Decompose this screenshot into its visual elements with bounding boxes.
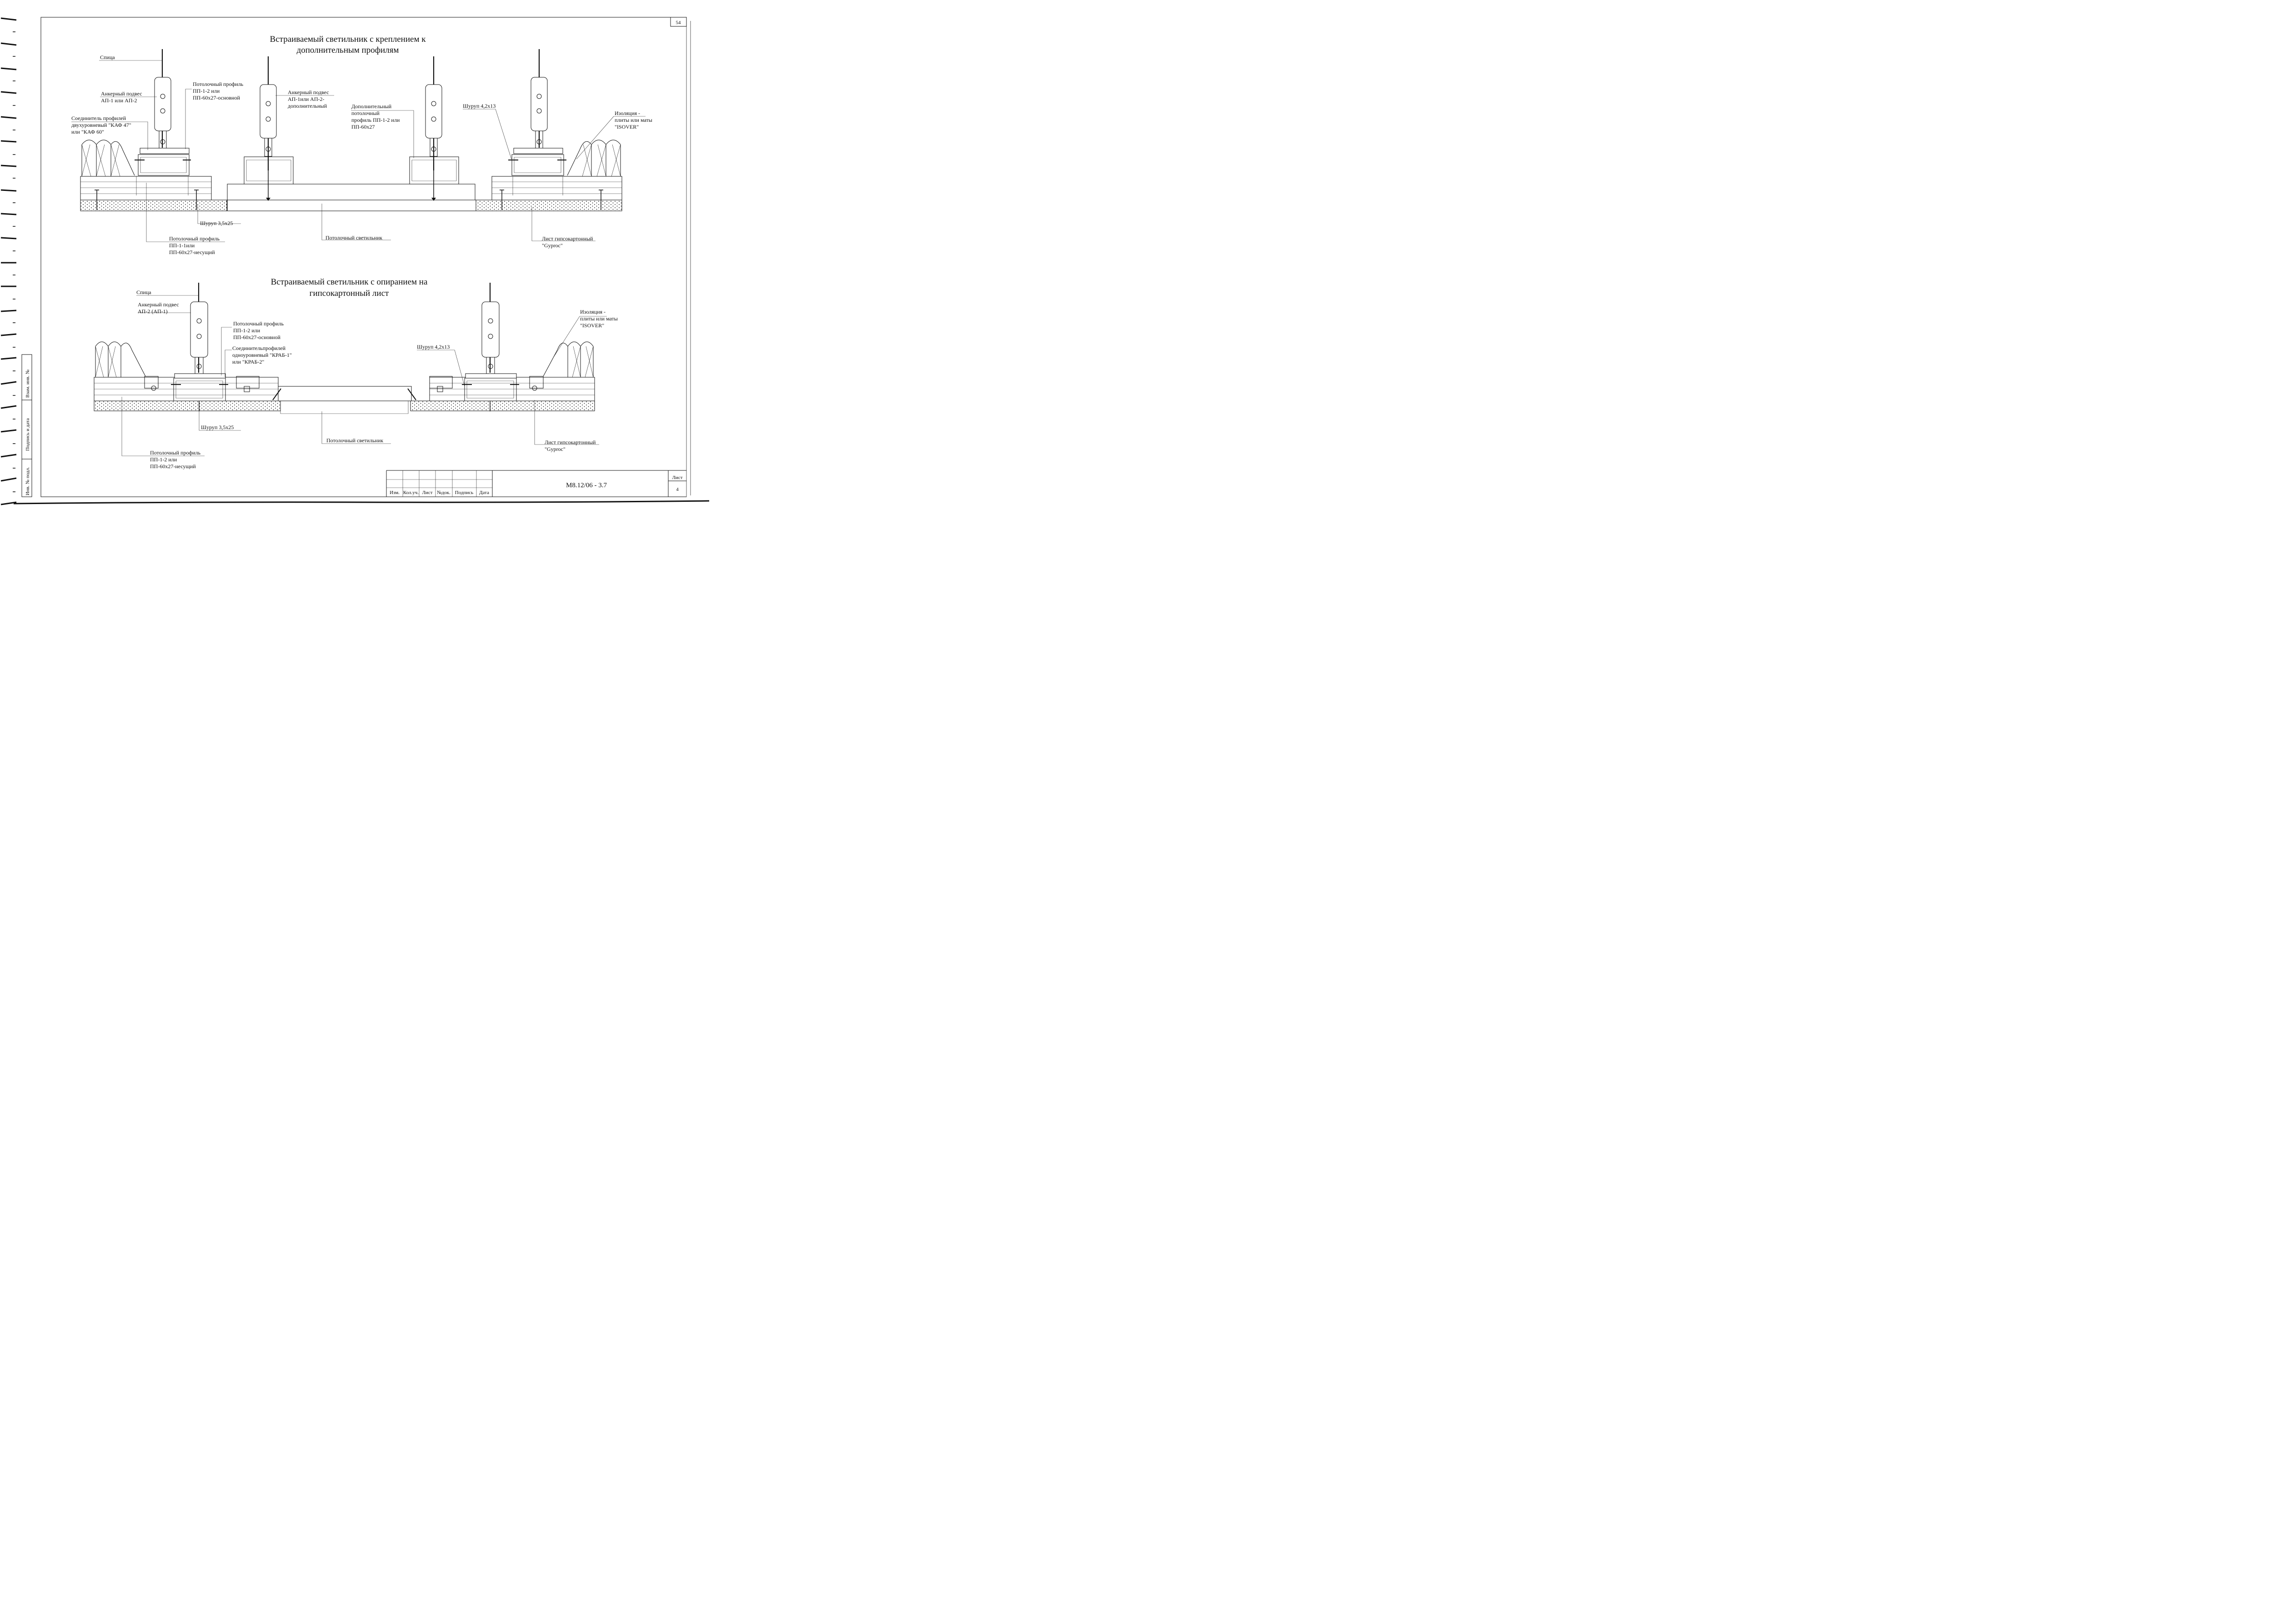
page-number: 54 [676, 20, 681, 25]
insulation-2-left [95, 341, 146, 378]
d2-spica-label: Спица [136, 289, 151, 295]
d1-anchor-extra-3: дополнительный [288, 103, 327, 109]
tb-col-docno: №док. [437, 490, 451, 495]
hanger-assembly-5 [171, 283, 228, 411]
d1-ceiling-main-3: ПП-60х27-основной [193, 95, 240, 101]
d2-luminaire: Потолочный светильник [326, 437, 383, 444]
d1-extra-profile-4: ПП-60х27 [351, 124, 375, 130]
hanger-assembly-4 [508, 49, 566, 195]
doc-code: М8.12/06 - 3.7 [566, 482, 607, 489]
title-block: Изм. Кол.уч. Лист №док. Подпись Дата М8.… [386, 470, 686, 497]
hanger-assembly-3 [409, 56, 459, 201]
d2-bearing-3: ПП-60х27-несущий [150, 463, 196, 470]
d2-gypsum-1: Лист гипсокартонный [545, 439, 596, 445]
d2-insulation-1: Изоляция - [580, 309, 606, 315]
stamp-inv-original: Инв. № подл. [25, 467, 30, 495]
sheet-frame [40, 17, 687, 497]
diagram1-title-line1: Встраиваемый светильник с креплением к [270, 35, 426, 44]
d1-spica-label: Спица [100, 54, 115, 60]
d1-ceiling-main-2: ПП-1-2 или [193, 88, 220, 94]
d1-connector-3: или "КАФ 60" [71, 129, 104, 135]
tb-col-date: Дата [479, 490, 489, 495]
luminaire-1 [227, 184, 476, 211]
ceiling-layers-right [476, 176, 622, 211]
d1-gypsum-2: "Gyproc" [542, 242, 563, 249]
diagram2-title-line2: гипсокартонный лист [310, 289, 389, 298]
diagram2-title-line1: Встраиваемый светильник с опиранием на [271, 277, 428, 287]
d1-anchor-extra-2: АП-1или АП-2- [288, 96, 324, 102]
tb-col-sheet: Лист [422, 490, 432, 495]
hanger-assembly-6 [462, 283, 519, 411]
d1-extra-profile-3: профиль ПП-1-2 или [351, 117, 400, 123]
ceiling-layers-2 [94, 377, 595, 414]
d1-bearing-1: Потолочный профиль [169, 235, 220, 242]
d2-ceiling-main-3: ПП-60х27-основной [233, 334, 280, 340]
hanger-assembly-2 [244, 56, 294, 201]
d1-luminaire: Потолочный светильник [325, 235, 382, 241]
d1-extra-profile-1: Дополнительный [351, 103, 392, 110]
diagram1-title-line2: дополнительным профилям [297, 45, 399, 55]
d2-insulation-2: плиты или маты [580, 315, 618, 322]
insulation-left [81, 140, 135, 177]
sheet-number: 4 [676, 487, 679, 492]
d1-insulation-3: "ISOVER" [615, 124, 639, 130]
stamp-replace-inv: Взам. инв. № [25, 370, 30, 398]
hanger-assembly-1 [135, 49, 191, 195]
d2-screw-small: Шуруп 4,2х13 [417, 344, 450, 350]
ceiling-layers-left [80, 176, 227, 211]
leaders-2 [121, 295, 607, 456]
d1-screw-large: Шуруп 3,5х25 [200, 220, 233, 226]
tb-col-sign: Подпись [455, 490, 473, 495]
d1-screw-small: Шуруп 4,2х13 [463, 103, 496, 109]
d1-gypsum-1: Лист гипсокартонный [542, 235, 593, 242]
d1-insulation-1: Изоляция - [615, 110, 640, 116]
d2-anchor-2: АП-2 (АП-1) [138, 308, 168, 315]
d1-anchor-extra-1: Анкерный подвес [288, 89, 329, 95]
sheet-label: Лист [672, 475, 682, 480]
diagram-2: Встраиваемый светильник с опиранием на г… [94, 277, 618, 470]
d2-bearing-1: Потолочный профиль [150, 450, 201, 456]
d1-connector-1: Соединитель профилей [71, 115, 126, 121]
tb-col-change: Изм. [390, 490, 400, 495]
d2-ceiling-main-1: Потолочный профиль [233, 320, 284, 327]
stamp-sign-date: Подпись и дата [25, 418, 30, 451]
binding-marks [0, 17, 17, 505]
d2-bearing-2: ПП-1-2 или [150, 456, 177, 463]
d2-connector-1: Соединительпрофилей [232, 345, 286, 351]
d1-bearing-3: ПП-60х27-несущий [169, 249, 215, 255]
insulation-right [567, 140, 621, 177]
d1-insulation-2: плиты или маты [615, 117, 652, 123]
d2-connector-2: одноуровневый "КРАБ-1" [232, 352, 292, 358]
d2-anchor-1: Анкерный подвес [138, 301, 179, 308]
leaders-1 [71, 60, 646, 242]
insulation-2-right [543, 341, 594, 378]
screws-1 [95, 190, 603, 210]
d1-connector-2: двухуровневый "КАФ 47" [71, 122, 131, 128]
d1-anchor-label-2: АП-1 или АП-2 [101, 97, 137, 104]
d2-ceiling-main-2: ПП-1-2 или [233, 327, 260, 334]
tb-col-count: Кол.уч. [403, 490, 419, 495]
crab-connectors [144, 376, 544, 392]
d2-screw-large: Шуруп 3,5х25 [201, 424, 234, 430]
diagram-1: Встраиваемый светильник с креплением к д… [71, 35, 652, 255]
side-stamp: Взам. инв. № Подпись и дата Инв. № подл. [21, 354, 32, 497]
d1-bearing-2: ПП-1-1или [169, 242, 195, 249]
d1-extra-profile-2: потолочный [351, 110, 380, 116]
d2-insulation-3: "ISOVER" [580, 322, 604, 329]
drawing-sheet: 54 Взам. инв. № Подпись и дата Инв. № по… [0, 17, 710, 505]
d1-ceiling-main-1: Потолочный профиль [193, 81, 244, 87]
d2-gypsum-2: "Gyproc" [545, 446, 566, 452]
d2-connector-3: или "КРАБ-2" [232, 359, 264, 365]
d1-anchor-label-1: Анкерный подвес [101, 90, 142, 97]
